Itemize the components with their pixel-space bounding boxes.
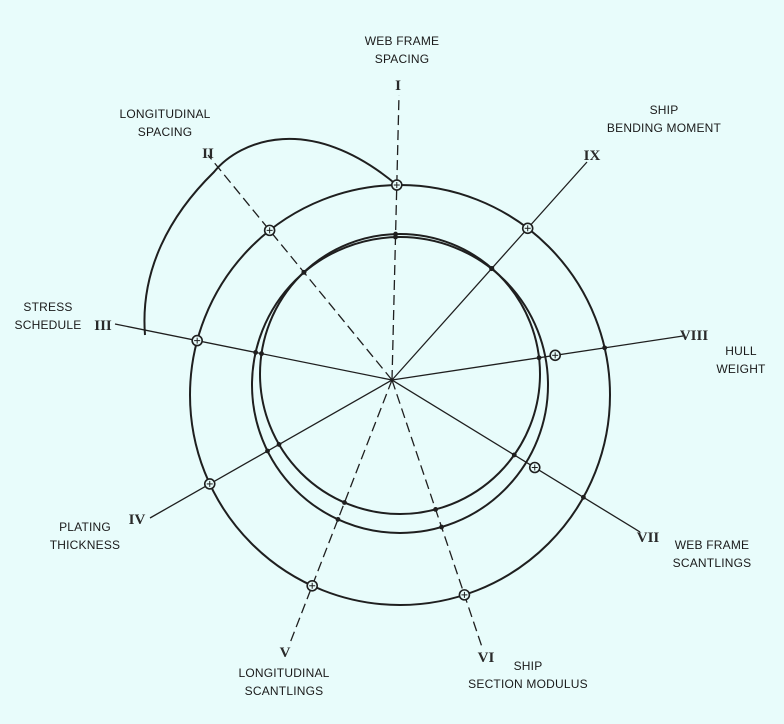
axis-label-II: LONGITUDINAL SPACING <box>119 107 210 139</box>
ring-dot-VI-1 <box>433 506 439 512</box>
ring-dot-I-2 <box>393 234 398 240</box>
ring-dot-IX-2 <box>489 266 494 272</box>
rings <box>189 184 611 606</box>
axis-label-line: BENDING MOMENT <box>607 121 722 135</box>
axis-label-line: SHIP <box>650 103 679 117</box>
circled-point-III <box>191 334 203 347</box>
labels: WEB FRAME SPACING LONGITUDINAL SPACING STRES… <box>15 34 766 698</box>
numeral-VI: VI <box>478 650 495 666</box>
axis-label-line: WEB FRAME <box>365 34 439 48</box>
ring-dot-VII-1 <box>511 452 517 458</box>
numeral-VII: VII <box>637 530 660 546</box>
ring-dot-II-2 <box>301 269 307 275</box>
numeral-III: III <box>94 318 112 334</box>
ring-dot-VII-3 <box>580 494 586 500</box>
axis-label-line: WEIGHT <box>716 362 766 376</box>
circled-point-II <box>263 224 276 237</box>
numeral-IV: IV <box>129 512 146 528</box>
ring-1 <box>259 233 541 515</box>
axis-label-line: HULL <box>725 344 757 358</box>
ring-dot-VIII-3 <box>602 345 608 351</box>
outer-trace <box>143 138 398 336</box>
ring-dot-VI-2 <box>439 524 444 530</box>
numeral-IX: IX <box>584 148 601 164</box>
axis-label-line: WEB FRAME <box>675 538 749 552</box>
numeral-VIII: VIII <box>680 328 709 344</box>
circled-point-V <box>306 579 318 592</box>
axis-label-I: WEB FRAME SPACING <box>365 34 439 66</box>
ring-dot-IV-2 <box>265 448 270 454</box>
spoke-IX <box>391 161 588 381</box>
circled-point-IX <box>521 222 534 235</box>
circled-point-VII <box>528 461 541 474</box>
spoke-IV <box>149 379 393 519</box>
axis-label-IV: PLATING THICKNESS <box>50 520 120 552</box>
numeral-I: I <box>395 78 401 94</box>
axis-label-VII: WEB FRAME SCANTLINGS <box>673 538 752 570</box>
axis-label-line: PLATING <box>59 520 111 534</box>
axis-label-V: LONGITUDINAL SCANTLINGS <box>238 666 329 698</box>
axis-label-VIII: HULL WEIGHT <box>716 344 766 376</box>
axis-label-line: SHIP <box>514 659 543 673</box>
axis-label-line: SPACING <box>375 52 430 66</box>
spoke-V <box>289 379 393 644</box>
circled-point-VIII <box>549 349 561 362</box>
axis-label-line: SCHEDULE <box>15 318 82 332</box>
axis-label-VI: SHIP SECTION MODULUS <box>468 659 588 691</box>
axis-label-III: STRESS SCHEDULE <box>15 300 82 332</box>
ring-dot-V-2 <box>335 516 341 522</box>
circled-point-IV <box>203 478 216 490</box>
axis-label-line: LONGITUDINAL <box>119 107 210 121</box>
numeral-V: V <box>280 645 291 661</box>
axis-label-line: SECTION MODULUS <box>468 677 588 691</box>
ring-dot-III-2 <box>253 350 259 355</box>
ring-dot-VIII-1 <box>536 355 542 361</box>
axis-label-IX: SHIP BENDING MOMENT <box>607 103 722 135</box>
ring-dot-III-1 <box>259 351 264 357</box>
points <box>191 179 608 601</box>
ring-dot-IV-1 <box>276 442 282 447</box>
axis-label-line: SCANTLINGS <box>673 556 752 570</box>
axis-label-line: THICKNESS <box>50 538 120 552</box>
axis-label-line: STRESS <box>23 300 72 314</box>
spoke-II <box>207 154 393 381</box>
spoke-VI <box>391 379 484 651</box>
ring-2 <box>251 236 549 534</box>
spokes <box>114 94 684 651</box>
numeral-II: II <box>202 146 214 162</box>
axis-label-line: LONGITUDINAL <box>238 666 329 680</box>
circled-point-I <box>390 179 403 191</box>
ring-dot-V-1 <box>342 500 347 505</box>
axis-label-line: SPACING <box>138 125 193 139</box>
circled-point-VI <box>458 589 471 601</box>
outer-trace-curve <box>143 138 398 336</box>
axis-label-line: SCANTLINGS <box>245 684 324 698</box>
